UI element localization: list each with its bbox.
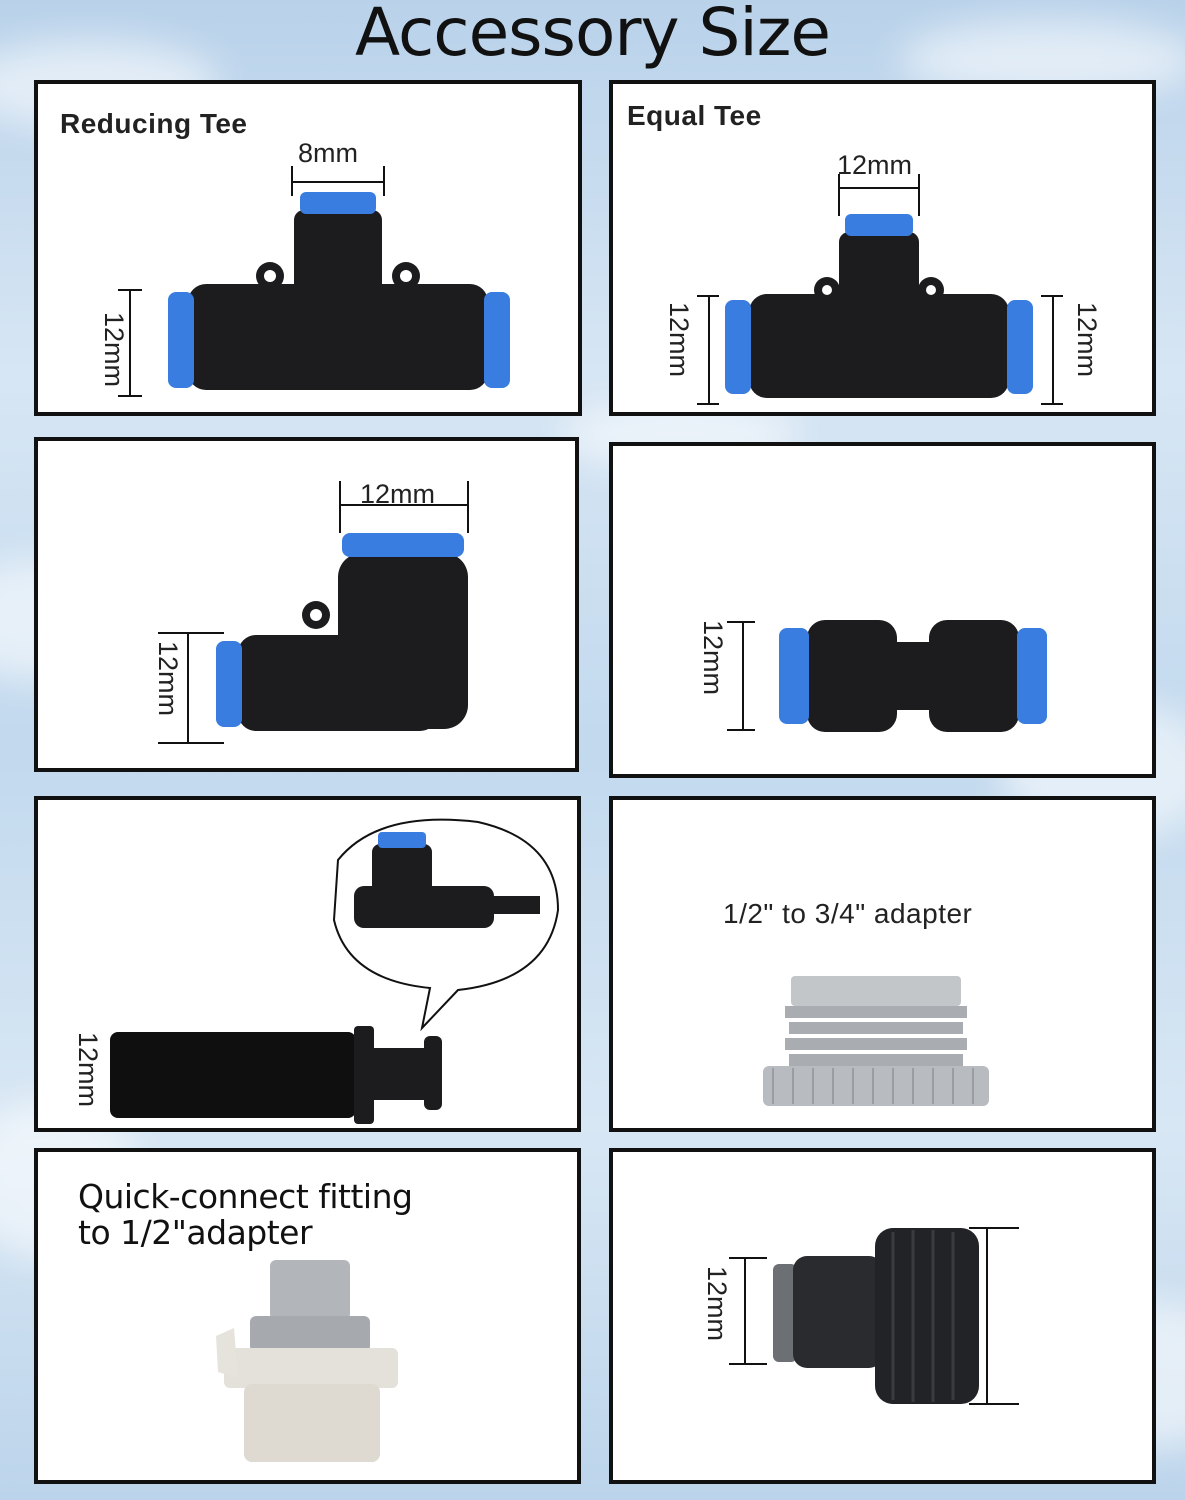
- panel-adapter-1-2-to-3-4: 1/2" to 3/4" adapter: [609, 796, 1156, 1132]
- dimension-top: 8mm: [298, 138, 358, 168]
- elbow-fitting-image: [158, 481, 469, 744]
- panel-quick-connect-adapter: Quick-connect fitting to 1/2"adapter: [34, 1148, 581, 1484]
- page-title: Accessory Size: [355, 0, 831, 71]
- panel-label: Reducing Tee: [60, 108, 248, 139]
- straight-union-image: [727, 620, 1047, 732]
- panel-reducing-tee: Reducing Tee 8mm 12mm: [34, 80, 582, 416]
- reducing-tee-image: [118, 166, 510, 397]
- dimension-top: 12mm: [837, 150, 913, 180]
- panel-label: Equal Tee: [627, 100, 762, 131]
- panel-end-plug: 12mm: [34, 796, 581, 1132]
- caption-line-1: Quick-connect fitting: [78, 1177, 413, 1216]
- panel-hose-adapter: 12mm: [609, 1148, 1156, 1484]
- caption-line-2: to 1/2"adapter: [78, 1213, 313, 1252]
- panel-caption: 1/2" to 3/4" adapter: [723, 898, 973, 929]
- end-plug-image: [110, 818, 560, 1124]
- hose-adapter-image: [729, 1227, 1019, 1405]
- quick-connect-adapter-image: [216, 1260, 398, 1462]
- panel-equal-tee: Equal Tee 12mm 12mm 12mm: [609, 80, 1156, 416]
- panel-elbow: 12mm 12mm: [34, 437, 579, 772]
- panel-straight-union: 12mm: [609, 442, 1156, 778]
- equal-tee-image: [697, 174, 1063, 405]
- adapter-image: [763, 976, 989, 1106]
